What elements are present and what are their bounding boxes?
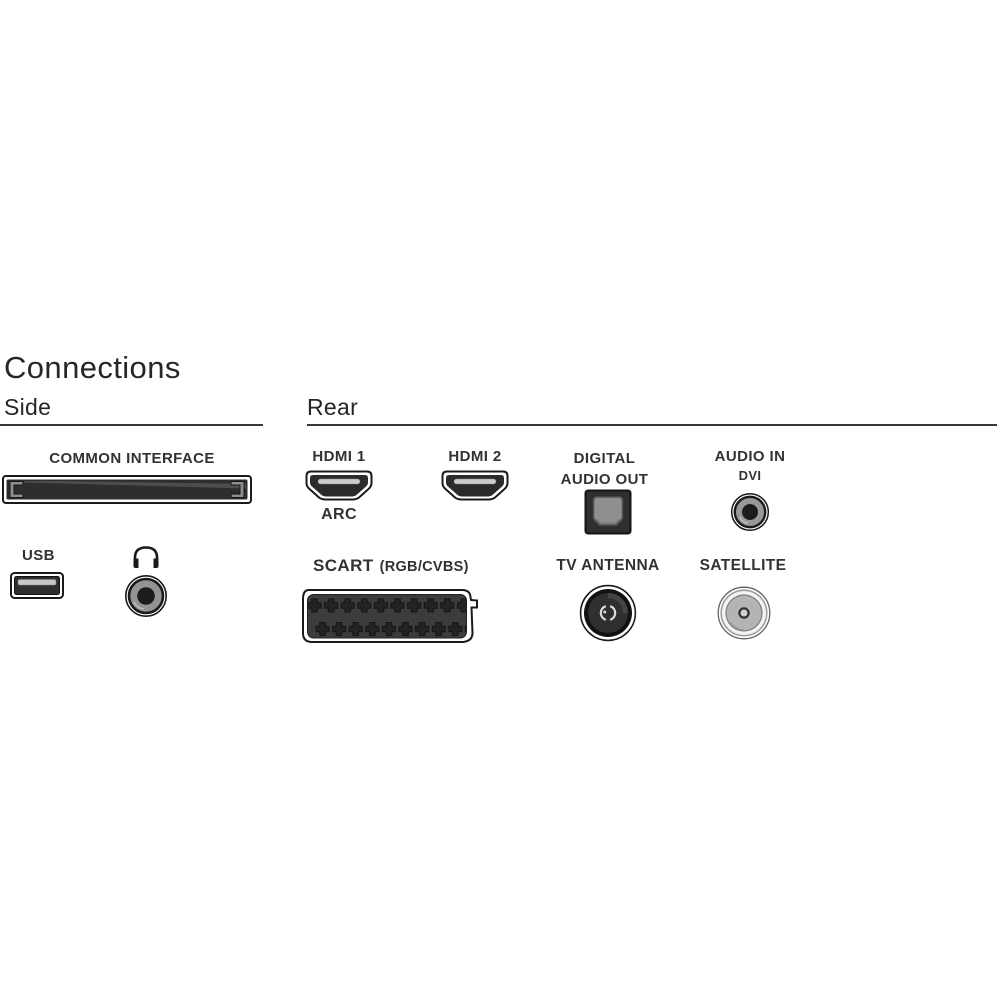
hdmi1-arc-label: ARC [321,506,357,523]
satellite-port-icon [717,586,771,640]
side-section-rule [0,424,263,426]
tv-antenna-label: TV ANTENNA [556,557,660,574]
satellite-label: SATELLITE [699,557,787,574]
audio-in-jack-icon [730,492,770,532]
audio-in-dvi-label: DVI [738,468,762,483]
usb-port-icon [10,572,64,599]
headphone-jack-icon [124,574,168,618]
hdmi2-label: HDMI 2 [448,448,502,465]
section-label-side: Side [4,394,52,420]
digital-audio-out-label: DIGITAL AUDIO OUT [548,448,661,490]
hdmi1-label: HDMI 1 [312,448,366,465]
digital-audio-out-port-icon [584,489,632,535]
headphones-icon [133,546,159,568]
scart-label: SCART (RGB/CVBS) [313,556,469,576]
page-title: Connections [4,350,181,385]
audio-in-label: AUDIO IN [714,448,786,465]
usb-label: USB [22,547,55,564]
scart-label-main: SCART [313,556,374,575]
digital-audio-out-line2: AUDIO OUT [560,471,649,488]
section-label-rear: Rear [307,394,359,420]
digital-audio-out-line1: DIGITAL [573,450,636,467]
hdmi2-port-icon [441,470,509,501]
common-interface-port-icon [2,475,252,504]
scart-label-sub: (RGB/CVBS) [379,559,469,575]
common-interface-label: COMMON INTERFACE [49,450,215,467]
rear-section-rule [307,424,997,426]
tv-antenna-port-icon [579,584,637,642]
scart-port-icon [302,589,478,643]
hdmi1-port-icon [305,470,373,501]
